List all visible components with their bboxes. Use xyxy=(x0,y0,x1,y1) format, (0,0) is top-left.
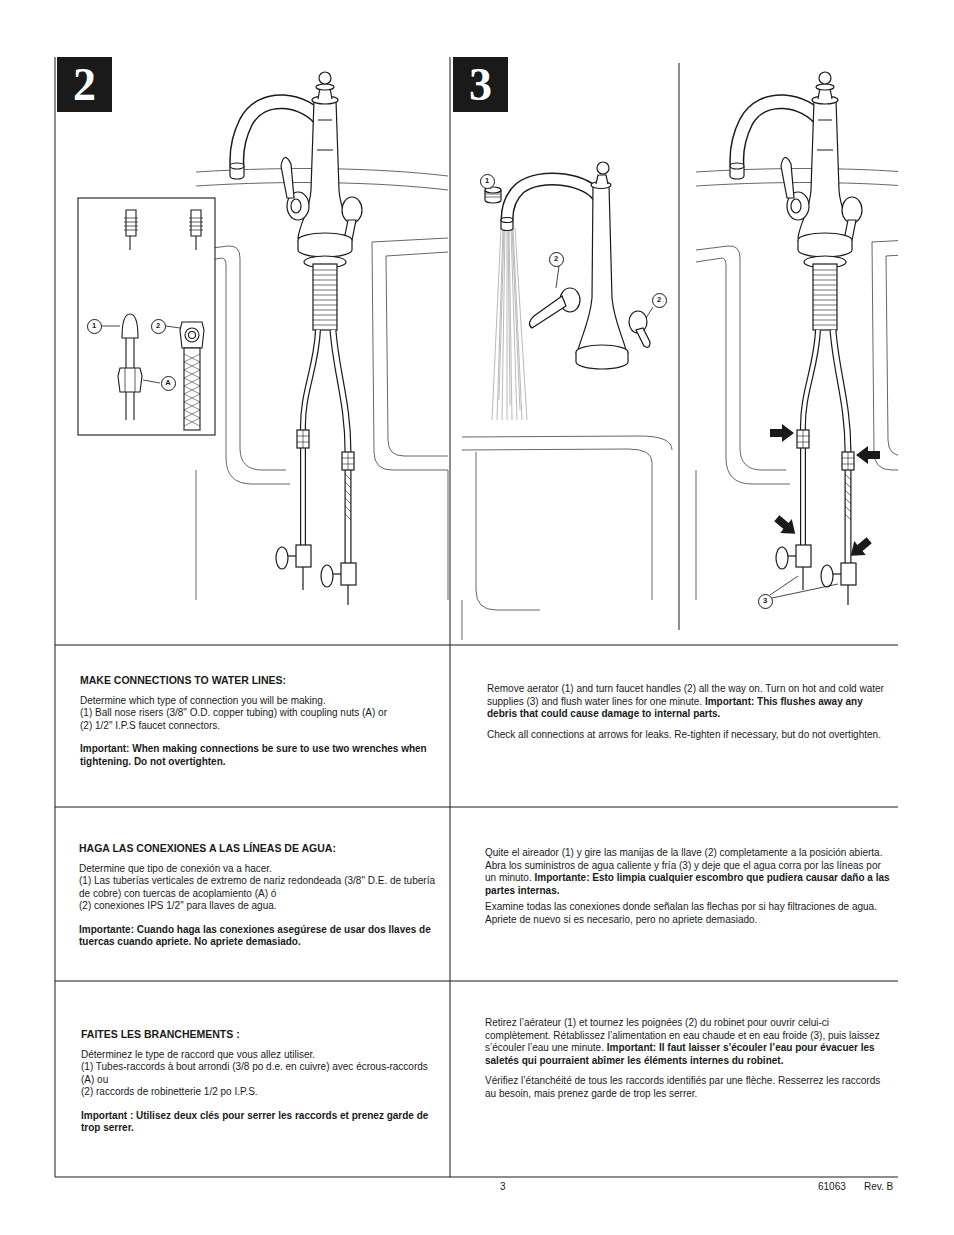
footer: Rev. B xyxy=(864,1181,893,1193)
callout-number: 1 xyxy=(480,174,495,189)
instruction-line: Vérifiez l’étanchéité de tous les raccor… xyxy=(485,1075,880,1099)
instruction-line: Determine which type of connection you w… xyxy=(80,695,326,706)
paragraph: HAGA LAS CONEXIONES A LAS LÍNEAS DE AGUA… xyxy=(79,842,441,856)
paragraph: Déterminez le type de raccord que vous a… xyxy=(81,1049,439,1062)
instruction-text: MAKE CONNECTIONS TO WATER LINES: Determin… xyxy=(80,674,442,768)
paragraph: FAITES LES BRANCHEMENTS : xyxy=(81,1028,439,1042)
step3-leak-check-illustration xyxy=(696,72,898,605)
paragraph: (2) raccords de robinetterie 1/2 po I.P.… xyxy=(81,1086,439,1099)
important-note: Importante: Cuando haga las conexiones a… xyxy=(79,924,431,948)
step-number: 2 xyxy=(73,62,96,108)
paragraph: MAKE CONNECTIONS TO WATER LINES: xyxy=(80,674,442,688)
instruction-line: (1) Tubes-raccords à bout arrondi (3/8 p… xyxy=(81,1061,428,1085)
instruction-text: Quite el aireador (1) y gire las manijas… xyxy=(485,847,890,926)
instruction-text: Remove aerator (1) and turn faucet handl… xyxy=(487,683,892,741)
revision: Rev. B xyxy=(864,1181,893,1192)
callout-number: 2 xyxy=(151,319,166,334)
footer: 3 xyxy=(500,1181,506,1193)
page-number: 3 xyxy=(500,1181,506,1192)
section-heading: HAGA LAS CONEXIONES A LAS LÍNEAS DE AGUA… xyxy=(79,842,336,854)
instruction-line: (1) Ball nose risers (3/8" O.D. copper t… xyxy=(80,707,387,718)
callout-number: 2 xyxy=(652,293,667,308)
section-heading: FAITES LES BRANCHEMENTS : xyxy=(81,1028,240,1040)
paragraph: Check all connections at arrows for leak… xyxy=(487,729,892,742)
paragraph: Importante: Cuando haga las conexiones a… xyxy=(79,924,441,949)
leader-lines xyxy=(770,576,838,598)
callout-label: 1 xyxy=(92,322,96,330)
instruction-text: Retirez l’aérateur (1) et tournez les po… xyxy=(485,1017,890,1100)
important-note: Important : Utilisez deux clés pour serr… xyxy=(81,1110,428,1134)
important-note: Importante: Esto limpia cualquier escomb… xyxy=(485,872,890,896)
instruction-text: HAGA LAS CONEXIONES A LAS LÍNEAS DE AGUA… xyxy=(79,842,441,949)
paragraph: Retirez l’aérateur (1) et tournez les po… xyxy=(485,1017,890,1067)
paragraph: Remove aerator (1) and turn faucet handl… xyxy=(487,683,892,721)
paragraph: (2) 1/2" I.P.S faucet connectors. xyxy=(80,720,442,733)
step-badge: 3 xyxy=(453,57,508,112)
callout-label: 1 xyxy=(485,177,489,185)
callout-number: 2 xyxy=(549,252,564,267)
paragraph: Determine which type of connection you w… xyxy=(80,695,442,708)
section-heading: MAKE CONNECTIONS TO WATER LINES: xyxy=(80,674,286,686)
step-number: 3 xyxy=(469,62,492,108)
paragraph: (1) Ball nose risers (3/8" O.D. copper t… xyxy=(80,707,442,720)
callout-label: 2 xyxy=(554,255,558,263)
step2-illustration xyxy=(196,72,448,605)
paragraph: Vérifiez l’étanchéité de tous les raccor… xyxy=(485,1075,890,1100)
instruction-line: (2) raccords de robinetterie 1/2 po I.P.… xyxy=(81,1086,258,1097)
instruction-text: FAITES LES BRANCHEMENTS : Déterminez le t… xyxy=(81,1028,439,1135)
instruction-line: Check all connections at arrows for leak… xyxy=(487,729,881,740)
paragraph: Examine todas las conexiones donde señal… xyxy=(485,901,890,926)
callout-number: 1 xyxy=(87,319,102,334)
step3-flush-illustration xyxy=(462,162,672,640)
paragraph: Determine que tipo de conexión va a hace… xyxy=(79,863,441,876)
paragraph: (1) Tubes-raccords à bout arrondi (3/8 p… xyxy=(81,1061,439,1086)
callout-label: 2 xyxy=(156,322,160,330)
paragraph: Important : Utilisez deux clés pour serr… xyxy=(81,1110,439,1135)
callout-label: 2 xyxy=(657,296,661,304)
paragraph: (1) Las tuberías verticales de extremo d… xyxy=(79,875,441,900)
frame-lines xyxy=(55,57,898,1177)
callout-label: A xyxy=(165,379,170,387)
paragraph: Important: When making connections be su… xyxy=(80,743,442,768)
connector-inset xyxy=(78,198,215,435)
step-badge: 2 xyxy=(57,57,112,112)
paragraph: (2) conexiones IPS 1/2" para llaves de a… xyxy=(79,900,441,913)
callout-number: A xyxy=(161,376,176,391)
footer: 61063 xyxy=(818,1181,846,1193)
paragraph: Quite el aireador (1) y gire las manijas… xyxy=(485,847,890,897)
callout-number: 3 xyxy=(758,594,773,609)
instruction-line: Examine todas las conexiones donde señal… xyxy=(485,901,877,925)
instruction-line: (1) Las tuberías verticales de extremo d… xyxy=(79,875,435,899)
instruction-line: (2) 1/2" I.P.S faucet connectors. xyxy=(80,720,220,731)
important-note: Important: When making connections be su… xyxy=(80,743,427,767)
document-number: 61063 xyxy=(818,1181,846,1192)
leak-check-arrows xyxy=(770,424,880,563)
instruction-line: Determine que tipo de conexión va a hace… xyxy=(79,863,272,874)
instruction-line: Déterminez le type de raccord que vous a… xyxy=(81,1049,315,1060)
instruction-line: (2) conexiones IPS 1/2" para llaves de a… xyxy=(79,900,277,911)
callout-label: 3 xyxy=(763,597,767,605)
